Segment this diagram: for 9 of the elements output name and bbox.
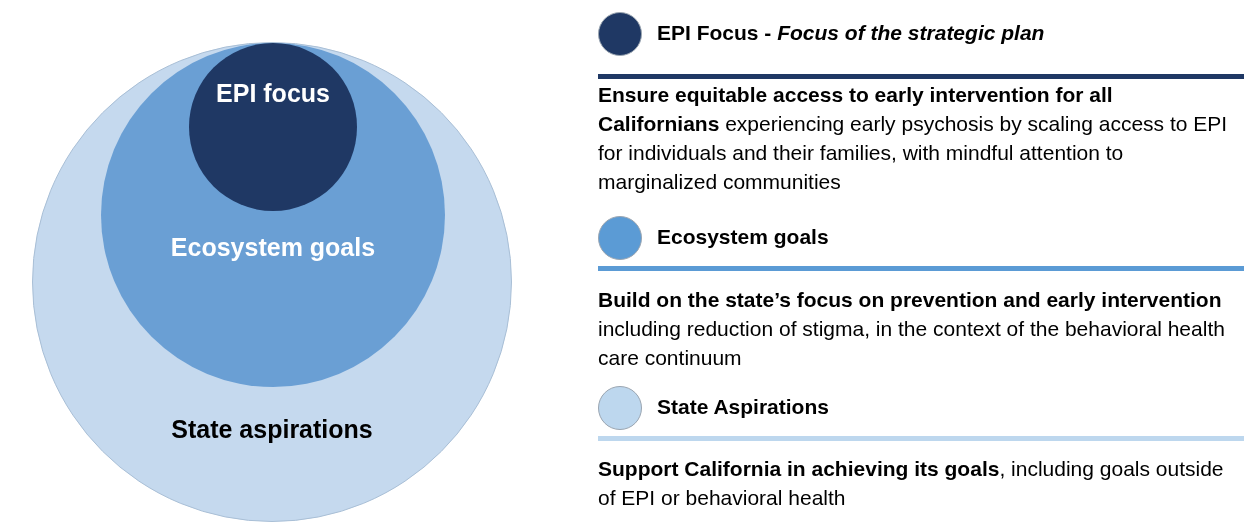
description-paragraph: Ensure equitable access to early intervention for all Californians experiencing early psychosis by scaling access to EPI for individuals and their families, with mindful attention to marginalized communities xyxy=(598,82,1229,195)
legend-heading: Ecosystem goals xyxy=(657,225,829,249)
circle-label: State aspirations xyxy=(171,415,373,444)
circle-label: EPI focus xyxy=(216,79,330,108)
legend-heading: EPI Focus - Focus of the strategic plan xyxy=(657,21,1045,45)
description-paragraph: Support California in achieving its goals, including goals outside of EPI or behavioral health xyxy=(598,456,1225,511)
description-paragraph: Build on the state’s focus on prevention and early intervention including reduction of stigma, in the context of the behavioral health care continuum xyxy=(598,287,1226,371)
circle-label: Ecosystem goals xyxy=(170,233,376,262)
legend-heading: State Aspirations xyxy=(657,395,829,419)
